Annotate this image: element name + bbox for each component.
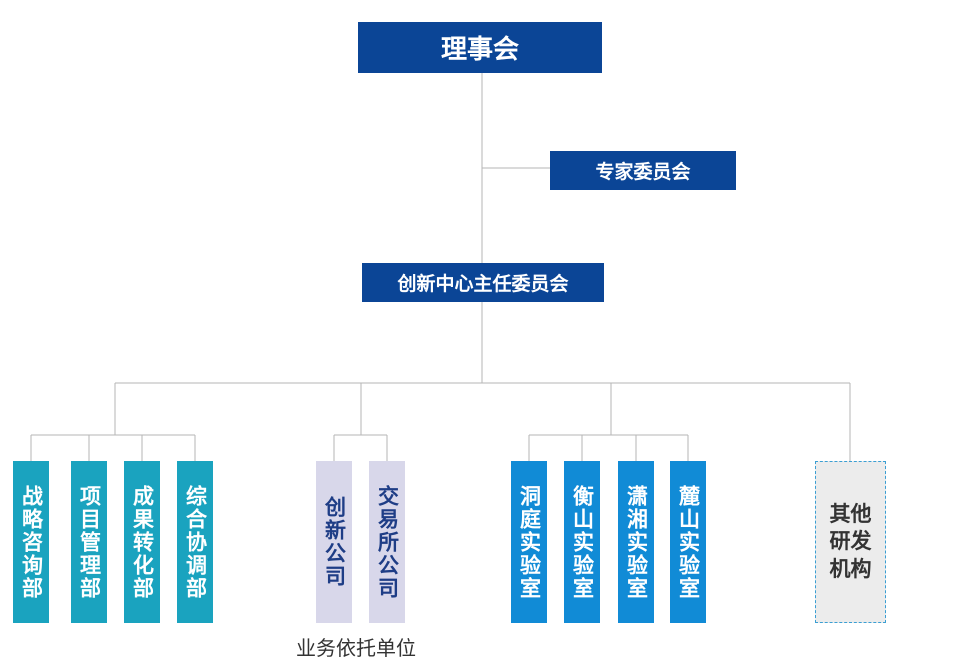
department-node: 综合协调部 <box>177 461 213 623</box>
department-label: 项目管理部 <box>77 484 102 600</box>
lab-node: 麓山实验室 <box>670 461 706 623</box>
expert-committee-label: 专家委员会 <box>595 161 691 183</box>
department-node: 成果转化部 <box>124 461 160 623</box>
lab-label: 衡山实验室 <box>570 484 595 600</box>
lab-node: 潇湘实验室 <box>618 461 654 623</box>
lab-label: 洞庭实验室 <box>517 484 542 600</box>
support-unit-node: 交易所公司 <box>369 461 405 623</box>
department-label: 综合协调部 <box>183 484 208 600</box>
lab-node: 洞庭实验室 <box>511 461 547 623</box>
other-institutions-label: 其他 研发 机构 <box>829 502 872 581</box>
support-unit-node: 创新公司 <box>316 461 352 623</box>
board-node: 理事会 <box>358 22 602 73</box>
lab-label: 麓山实验室 <box>676 484 701 600</box>
department-label: 战略咨询部 <box>19 484 44 600</box>
department-node: 战略咨询部 <box>13 461 49 623</box>
director-committee-node: 创新中心主任委员会 <box>362 263 604 302</box>
department-node: 项目管理部 <box>71 461 107 623</box>
support-unit-label: 创新公司 <box>322 496 347 588</box>
lab-node: 衡山实验室 <box>564 461 600 623</box>
support-unit-label: 交易所公司 <box>375 484 400 600</box>
department-label: 成果转化部 <box>130 484 155 600</box>
expert-committee-node: 专家委员会 <box>550 151 736 190</box>
support-caption: 业务依托单位 <box>296 636 416 660</box>
other-institutions-node: 其他 研发 机构 <box>815 461 886 623</box>
lab-label: 潇湘实验室 <box>624 484 649 600</box>
director-committee-label: 创新中心主任委员会 <box>397 273 569 295</box>
board-label: 理事会 <box>440 35 519 65</box>
